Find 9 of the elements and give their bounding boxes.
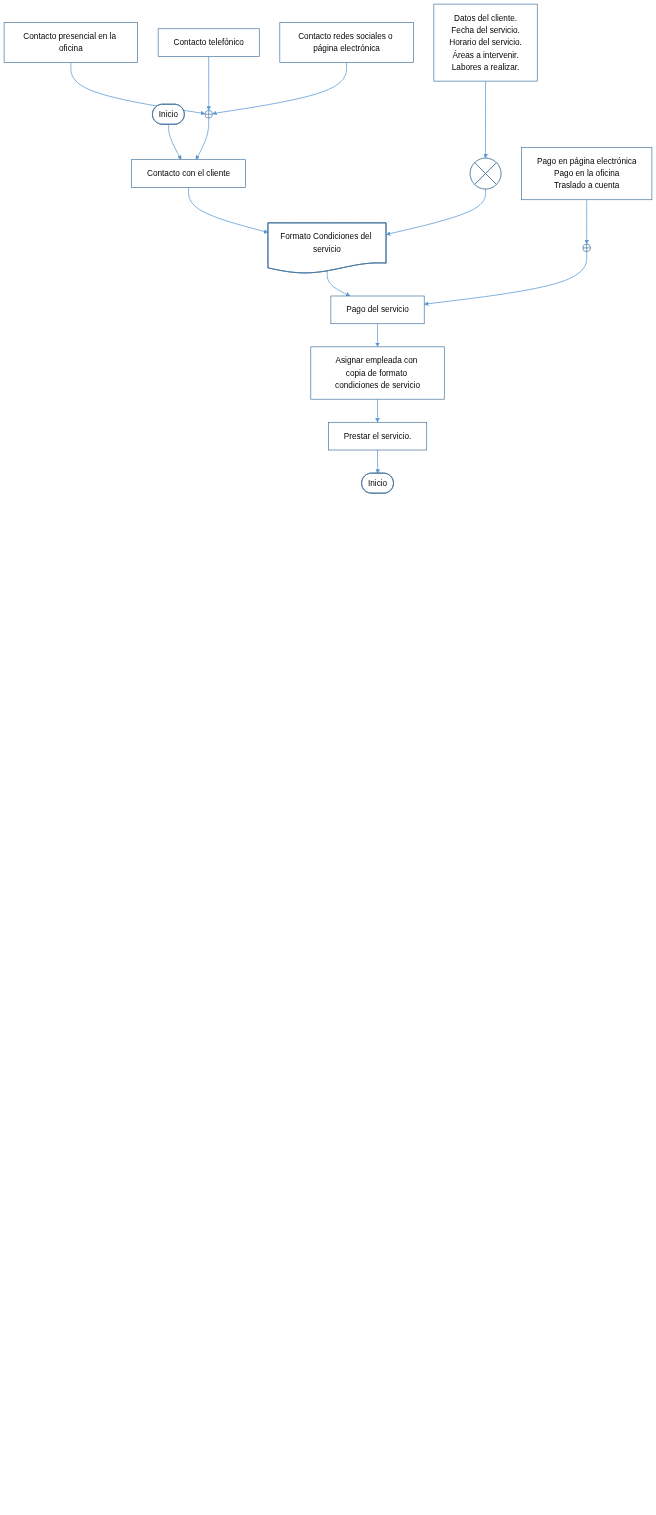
node-box: Pago en página electrónica Pago en la oficina Traslado a cuenta	[521, 147, 653, 201]
node-box: Asignar empleada con copia de formato condiciones de servicio	[310, 346, 445, 400]
node-box: Contacto presencial en la oficina	[3, 22, 138, 63]
node-box: Prestar el servicio.	[328, 421, 428, 451]
node-box: Contacto redes sociales o página electrónica	[279, 22, 414, 63]
node-box: Contacto telefónico	[157, 28, 260, 57]
node-box: Datos del cliente. Fecha del servicio. Horario del servicio. Áreas a intervenir. Labores a realizar.	[433, 3, 538, 82]
node-box: Pago del servicio	[330, 295, 425, 325]
node-box: Contacto con el cliente	[131, 159, 246, 188]
